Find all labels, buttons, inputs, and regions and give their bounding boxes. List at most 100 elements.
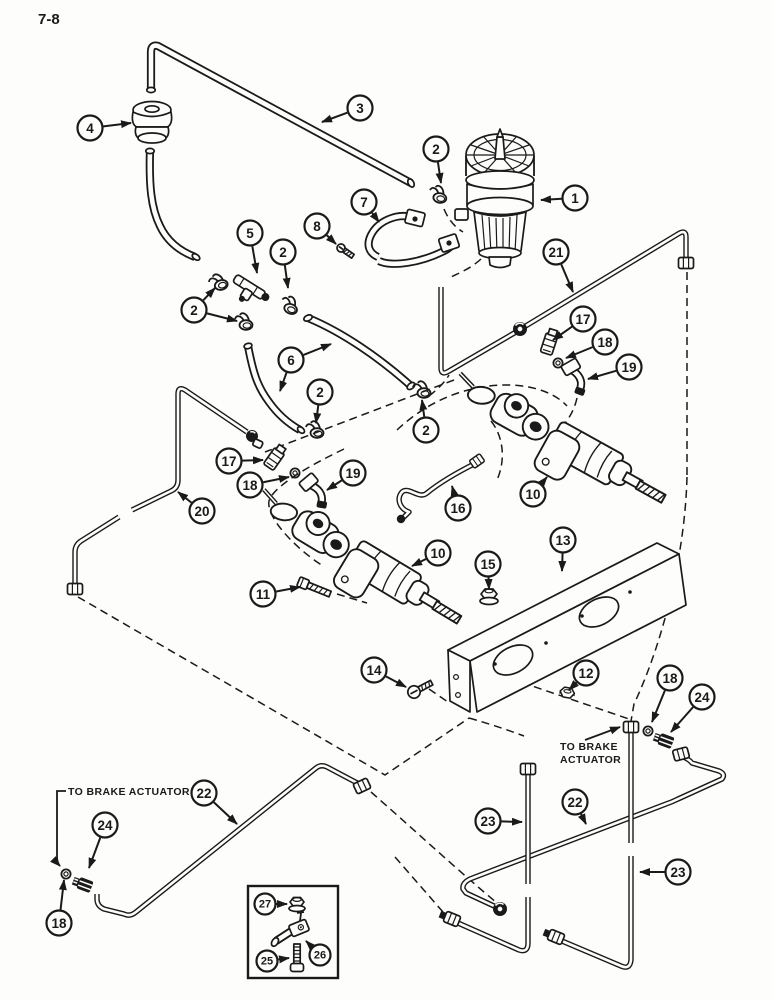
callout-number: 13 <box>555 533 571 548</box>
callout-arrow <box>202 287 216 301</box>
callout-circle <box>350 188 378 216</box>
callout-circle <box>569 305 597 333</box>
callout-circle <box>474 550 502 578</box>
callout-arrow <box>303 343 332 356</box>
callout-6: 6 <box>277 343 332 392</box>
callout-circle <box>422 135 450 163</box>
callout-number: 25 <box>261 956 273 968</box>
callout-number: 3 <box>356 101 364 116</box>
actuator-label-text: TO BRAKE ACTUATOR <box>68 786 190 798</box>
callout-circle <box>188 497 216 525</box>
callout-number: 2 <box>190 303 198 318</box>
hose-clamp-2 <box>427 183 450 205</box>
actuator-label-line2: ACTUATOR <box>560 754 621 766</box>
callout-circle <box>306 378 334 406</box>
callout-arrow <box>385 675 407 688</box>
callout-number: 18 <box>242 478 258 493</box>
callout-number: 2 <box>422 423 430 438</box>
callout-arrow <box>103 120 132 129</box>
callout-number: 18 <box>51 916 67 931</box>
callout-20: 20 <box>177 491 216 525</box>
callout-18: 18 <box>651 664 684 723</box>
inset-box <box>246 884 340 980</box>
tube-23-right <box>542 720 640 970</box>
callout-arrow <box>369 211 380 223</box>
callout-arrow <box>305 940 316 951</box>
callout-number: 19 <box>345 466 360 481</box>
hose-end <box>145 86 157 94</box>
callout-number: 17 <box>575 312 590 327</box>
callout-arrow <box>537 476 548 488</box>
callout-13: 13 <box>549 526 577 572</box>
reservoir-port <box>454 208 469 221</box>
callout-arrow <box>242 456 264 465</box>
callout-number: 14 <box>366 663 382 678</box>
callout-circle <box>360 656 388 684</box>
callout-circle <box>236 471 264 499</box>
callout-circle <box>269 238 297 266</box>
tube-16 <box>396 452 486 524</box>
callout-number: 10 <box>525 487 540 502</box>
callout-2: 2 <box>422 135 450 184</box>
tee-fitting-5 <box>225 273 273 315</box>
callout-arrow <box>411 557 427 567</box>
callout-number: 12 <box>578 666 593 681</box>
nut-15 <box>479 588 499 606</box>
hose-3 <box>145 41 416 188</box>
callout-arrow <box>568 680 579 691</box>
callout-circle <box>303 212 331 240</box>
callout-19: 19 <box>326 459 367 491</box>
page-number: 7-8 <box>38 11 60 28</box>
callout-11: 11 <box>249 580 301 608</box>
label-to-brake-actuator-left: TO BRAKE ACTUATOR <box>50 786 190 867</box>
callout-5: 5 <box>236 219 264 274</box>
callout-circle <box>190 779 218 807</box>
callout-number: 1 <box>571 191 579 206</box>
callout-number: 6 <box>287 353 295 368</box>
tube-20 <box>66 385 268 596</box>
callout-circle <box>45 909 73 937</box>
callout-number: 17 <box>221 454 236 469</box>
callout-arrow <box>58 879 67 910</box>
callout-circle <box>215 447 243 475</box>
callout-arrow <box>501 817 523 826</box>
o-ring-18-left <box>60 868 72 880</box>
callout-arrow <box>206 312 238 323</box>
o-ring-18-right <box>642 725 654 737</box>
callout-number: 15 <box>480 557 496 572</box>
callout-10: 10 <box>411 539 452 567</box>
screw-8 <box>336 243 356 260</box>
callout-arrow <box>251 246 260 274</box>
callout-circle <box>549 526 577 554</box>
callout-number: 23 <box>670 865 686 880</box>
callout-circle <box>572 659 600 687</box>
callout-18: 18 <box>45 879 73 937</box>
callout-number: 2 <box>279 245 287 260</box>
callout-10: 10 <box>519 476 548 508</box>
callout-circle <box>339 459 367 487</box>
callout-4: 4 <box>76 114 132 142</box>
callout-19: 19 <box>587 353 643 381</box>
callout-number: 2 <box>432 142 440 157</box>
callout-22: 22 <box>190 779 238 825</box>
callout-18: 18 <box>565 328 619 359</box>
callout-circle <box>236 219 264 247</box>
callout-number: 24 <box>97 818 113 833</box>
callout-circle <box>255 949 279 973</box>
callout-22: 22 <box>561 788 589 825</box>
hose-lower-left <box>144 147 201 262</box>
callout-arrow <box>325 234 337 245</box>
bolt-11 <box>296 576 333 598</box>
callout-arrow <box>313 405 322 424</box>
callout-arrow <box>577 813 587 825</box>
callout-circle <box>249 580 277 608</box>
callout-circle <box>688 683 716 711</box>
callout-8: 8 <box>303 212 337 245</box>
callout-15: 15 <box>474 550 502 590</box>
callout-number: 22 <box>567 795 582 810</box>
callout-number: 5 <box>246 226 254 241</box>
screw-14 <box>406 679 434 700</box>
callout-arrow <box>88 837 102 869</box>
callout-number: 26 <box>314 950 326 962</box>
